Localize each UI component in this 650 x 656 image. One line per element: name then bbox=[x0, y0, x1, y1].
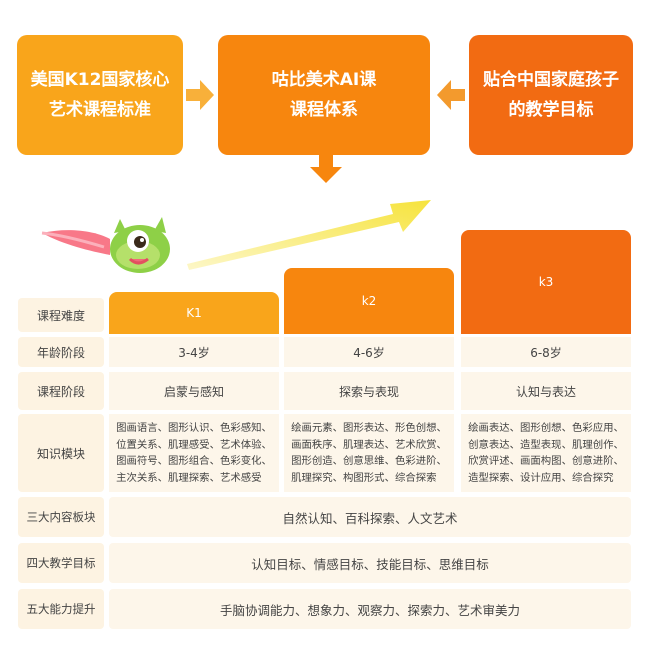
arrow-left-icon bbox=[437, 80, 465, 110]
row-label-modules-text: 知识模块 bbox=[36, 446, 85, 461]
level-k1: K1 bbox=[109, 292, 279, 334]
top-box-left-line2: 艺术课程标准 bbox=[49, 100, 151, 120]
value-content-blocks-text: 自然认知、百科探索、人文艺术 bbox=[282, 510, 458, 526]
row-label-abilities-text: 五大能力提升 bbox=[26, 602, 96, 616]
cell-modules-k3-lines: 绘画表达、图形创想、色彩应用、 创意表达、造型表现、肌理创作、 欣赏评述、画面构… bbox=[468, 420, 624, 486]
cell-age-k1: 3-4岁 bbox=[109, 337, 279, 367]
row-label-content-blocks-text: 三大内容板块 bbox=[26, 510, 96, 524]
top-box-left-line1: 美国K12国家核心 bbox=[30, 70, 170, 90]
level-k2: k2 bbox=[284, 268, 454, 334]
cell-modules-k3: 绘画表达、图形创想、色彩应用、 创意表达、造型表现、肌理创作、 欣赏评述、画面构… bbox=[461, 414, 631, 492]
cell-modules-k2: 绘画元素、图形表达、形色创想、 画面秩序、肌理表达、艺术欣赏、 图形创造、创意思… bbox=[284, 414, 454, 492]
top-box-left: 美国K12国家核心 艺术课程标准 bbox=[17, 35, 183, 155]
value-teaching-goals: 认知目标、情感目标、技能目标、思维目标 bbox=[109, 543, 631, 583]
cell-modules-k1: 图画语言、图形认识、色彩感知、 位置关系、肌理感受、艺术体验、 图画符号、图形组… bbox=[109, 414, 279, 492]
level-k3: k3 bbox=[461, 230, 631, 334]
module-line: 主次关系、肌理探索、艺术感受 bbox=[116, 471, 262, 484]
module-line: 画面秩序、肌理表达、艺术欣赏、 bbox=[291, 438, 447, 451]
row-label-abilities: 五大能力提升 bbox=[18, 589, 104, 629]
row-label-stage: 课程阶段 bbox=[18, 372, 104, 410]
cell-age-k2-text: 4-6岁 bbox=[353, 345, 385, 360]
cell-age-k1-text: 3-4岁 bbox=[178, 345, 210, 360]
level-k1-label: K1 bbox=[186, 306, 202, 320]
value-abilities: 手脑协调能力、想象力、观察力、探索力、艺术审美力 bbox=[109, 589, 631, 629]
cell-stage-k1: 启蒙与感知 bbox=[109, 372, 279, 410]
row-label-age-text: 年龄阶段 bbox=[36, 345, 85, 360]
growth-arrow-icon bbox=[185, 192, 435, 272]
top-box-center: 咕比美术AI课 课程体系 bbox=[218, 35, 430, 155]
row-label-difficulty: 课程难度 bbox=[18, 298, 104, 332]
row-label-teaching-goals-text: 四大教学目标 bbox=[26, 556, 96, 570]
level-k2-label: k2 bbox=[361, 294, 377, 308]
row-label-modules: 知识模块 bbox=[18, 414, 104, 492]
row-label-stage-text: 课程阶段 bbox=[36, 384, 85, 399]
top-box-right: 贴合中国家庭孩子 的教学目标 bbox=[469, 35, 633, 155]
cell-age-k3-text: 6-8岁 bbox=[530, 345, 562, 360]
top-box-right-line1: 贴合中国家庭孩子 bbox=[483, 70, 619, 90]
top-box-center-line2: 课程体系 bbox=[290, 100, 358, 120]
row-label-content-blocks: 三大内容板块 bbox=[18, 497, 104, 537]
module-line: 绘画表达、图形创想、色彩应用、 bbox=[468, 422, 624, 434]
mascot-icon bbox=[38, 205, 178, 284]
cell-stage-k3: 认知与表达 bbox=[461, 372, 631, 410]
module-line: 图画符号、图形组合、色彩变化、 bbox=[116, 455, 272, 467]
row-label-difficulty-text: 课程难度 bbox=[36, 308, 85, 323]
module-line: 欣赏评述、画面构图、创意进阶、 bbox=[468, 455, 624, 467]
cell-age-k2: 4-6岁 bbox=[284, 337, 454, 367]
cell-stage-k2-text: 探索与表现 bbox=[338, 384, 399, 399]
top-box-right-line2: 的教学目标 bbox=[508, 100, 594, 120]
value-abilities-text: 手脑协调能力、想象力、观察力、探索力、艺术审美力 bbox=[219, 602, 520, 618]
arrow-right-icon bbox=[186, 80, 214, 110]
level-k3-label: k3 bbox=[538, 275, 554, 289]
cell-modules-k1-lines: 图画语言、图形认识、色彩感知、 位置关系、肌理感受、艺术体验、 图画符号、图形组… bbox=[116, 420, 272, 486]
cell-age-k3: 6-8岁 bbox=[461, 337, 631, 367]
module-line: 创意表达、造型表现、肌理创作、 bbox=[468, 438, 624, 451]
module-line: 图形创造、创意思维、色彩进阶、 bbox=[291, 455, 447, 467]
cell-stage-k2: 探索与表现 bbox=[284, 372, 454, 410]
module-line: 位置关系、肌理感受、艺术体验、 bbox=[116, 438, 272, 451]
cell-stage-k3-text: 认知与表达 bbox=[515, 384, 576, 399]
module-line: 绘画元素、图形表达、形色创想、 bbox=[291, 422, 447, 434]
value-teaching-goals-text: 认知目标、情感目标、技能目标、思维目标 bbox=[251, 556, 489, 572]
arrow-down-icon bbox=[310, 155, 342, 183]
row-label-age: 年龄阶段 bbox=[18, 337, 104, 367]
module-line: 造型探索、设计应用、综合探究 bbox=[468, 471, 614, 484]
cell-stage-k1-text: 启蒙与感知 bbox=[163, 384, 224, 399]
cell-modules-k2-lines: 绘画元素、图形表达、形色创想、 画面秩序、肌理表达、艺术欣赏、 图形创造、创意思… bbox=[291, 420, 447, 486]
row-label-teaching-goals: 四大教学目标 bbox=[18, 543, 104, 583]
module-line: 肌理探究、构图形式、综合探索 bbox=[291, 471, 437, 484]
value-content-blocks: 自然认知、百科探索、人文艺术 bbox=[109, 497, 631, 537]
module-line: 图画语言、图形认识、色彩感知、 bbox=[116, 422, 272, 434]
top-box-center-line1: 咕比美术AI课 bbox=[271, 70, 377, 90]
